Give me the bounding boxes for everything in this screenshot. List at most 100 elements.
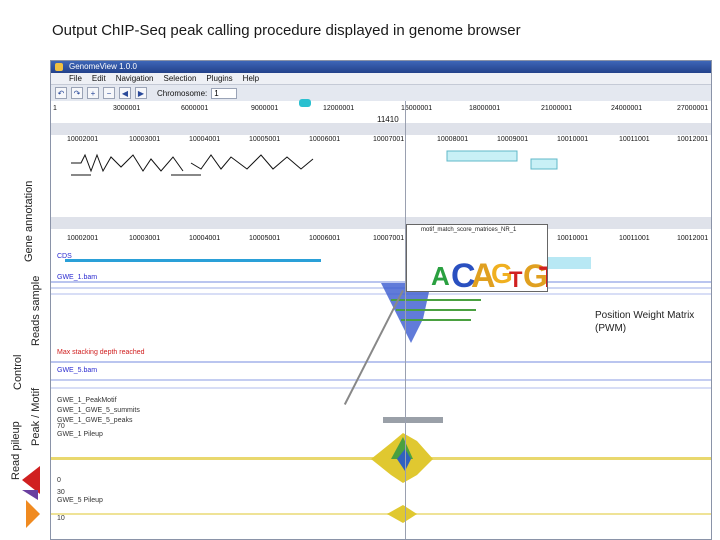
pwm-label: Position Weight Matrix (PWM) <box>595 310 695 334</box>
gene-structures <box>71 150 558 176</box>
zoom-ruler-2: 10002001 10003001 10004001 10005001 1000… <box>51 235 711 247</box>
scale-ten: 10 <box>57 515 65 522</box>
svg-text:T: T <box>509 267 523 291</box>
reads-coverage <box>51 281 711 343</box>
position-cursor[interactable] <box>405 101 406 539</box>
ruler-tick: 10003001 <box>129 136 161 143</box>
window-title: GenomeView 1.0.0 <box>69 62 137 71</box>
chromosome-select[interactable]: 1 <box>211 87 238 99</box>
ruler-tick: 12000001 <box>323 105 355 112</box>
control-coverage <box>51 361 711 363</box>
scale-mid: 30 <box>57 489 65 496</box>
arrow-right-icon[interactable]: ▶ <box>135 87 147 99</box>
ruler-tick: 10006001 <box>309 235 341 242</box>
ruler-tick: 10007001 <box>373 136 405 143</box>
undo-icon[interactable]: ↶ <box>55 87 67 99</box>
menu-selection[interactable]: Selection <box>163 74 197 83</box>
ruler-tick: 10004001 <box>189 235 221 242</box>
decorative-triangle-purple <box>22 490 38 500</box>
sequence-logo: A C A G T G T <box>431 257 547 291</box>
ruler-tick: 10003001 <box>129 235 161 242</box>
cds-track-label: CDS <box>57 253 72 260</box>
ruler-tick: 6000001 <box>181 105 209 112</box>
pileup2-track-label: GWE_5 Pileup <box>57 497 103 504</box>
svg-text:C: C <box>451 257 476 291</box>
overview-marker[interactable] <box>299 99 311 107</box>
ruler-tick: 1 <box>53 105 57 112</box>
slide-title: Output ChIP-Seq peak calling procedure d… <box>52 22 521 39</box>
ruler-tick: 10012001 <box>677 235 709 242</box>
chromosome-label: Chromosome: <box>157 88 208 98</box>
ruler-tick: 10006001 <box>309 136 341 143</box>
ruler-tick: 10009001 <box>497 136 529 143</box>
read-pileup-label: Read pileup <box>10 421 22 480</box>
reads-sample-label: Reads sample <box>30 275 42 346</box>
peak-motif-label: Peak / Motif <box>30 387 42 446</box>
zoom-ruler: 10002001 10003001 10004001 10005001 1000… <box>51 136 711 148</box>
peak-motif-track-label: GWE_1_PeakMotif <box>57 397 117 404</box>
ruler-tick: 10010001 <box>557 136 589 143</box>
ruler-tick: 10002001 <box>67 235 99 242</box>
pileup-1 <box>51 433 711 483</box>
control-coverage <box>51 387 711 389</box>
control-label: Control <box>12 354 24 390</box>
ruler-tick: 10011001 <box>619 235 650 242</box>
genome-browser-window: GenomeView 1.0.0 File Edit Navigation Se… <box>50 60 712 540</box>
pwm-logo-box: motif_match_score_matrices_NR_1 A C A G … <box>406 224 548 292</box>
peak-feature[interactable] <box>383 417 443 423</box>
ruler-tick: 10005001 <box>249 136 281 143</box>
menu-plugins[interactable]: Plugins <box>206 74 233 83</box>
ruler-tick: 10012001 <box>677 136 709 143</box>
scale-top: 70 <box>57 423 65 430</box>
redo-icon[interactable]: ↷ <box>71 87 83 99</box>
cds-feature <box>65 259 321 262</box>
window-titlebar: GenomeView 1.0.0 <box>51 61 711 73</box>
ruler-tick: 10002001 <box>67 136 99 143</box>
ruler-tick: 24000001 <box>611 105 643 112</box>
ruler-tick: 10005001 <box>249 235 281 242</box>
reads-track-label: GWE_1.bam <box>57 274 98 281</box>
ruler-tick: 10011001 <box>619 136 650 143</box>
zoom-in-icon[interactable]: + <box>87 87 99 99</box>
menubar: File Edit Navigation Selection Plugins H… <box>51 73 711 85</box>
summits-track-label: GWE_1_GWE_5_summits <box>57 407 140 414</box>
overview-ruler: 1 3000001 6000001 9000001 12000001 15000… <box>51 105 711 117</box>
control-coverage <box>51 379 711 381</box>
svg-text:G: G <box>491 258 513 289</box>
scale-zero: 0 <box>57 477 61 484</box>
decorative-triangle-red <box>22 466 40 494</box>
control-track-label: GWE_5.bam <box>57 367 98 374</box>
ruler-tick: 18000001 <box>469 105 501 112</box>
decorative-triangle-orange <box>26 500 40 528</box>
svg-text:A: A <box>471 257 496 291</box>
ruler-tick: 9000001 <box>251 105 279 112</box>
toolbar: ↶ ↷ + − ◀ ▶ Chromosome: 1 <box>51 85 711 102</box>
menu-file[interactable]: File <box>69 74 82 83</box>
menu-help[interactable]: Help <box>242 74 260 83</box>
pileup1-track-label: GWE_1 Pileup <box>57 431 103 438</box>
max-depth-warning: Max stacking depth reached <box>57 349 145 356</box>
zoom-band <box>51 123 711 135</box>
ruler-tick: 10007001 <box>373 235 405 242</box>
app-icon <box>55 63 63 71</box>
ruler-tick: 10010001 <box>557 235 589 242</box>
svg-text:G: G <box>523 258 547 291</box>
svg-text:T: T <box>539 261 547 291</box>
svg-text:A: A <box>431 261 450 291</box>
ruler-tick: 10004001 <box>189 136 221 143</box>
ruler-tick: 15000001 <box>401 105 433 112</box>
ruler-tick: 10008001 <box>437 136 469 143</box>
gene-annotation-label: Gene annotation <box>23 180 35 262</box>
menu-navigation[interactable]: Navigation <box>115 74 154 83</box>
arrow-left-icon[interactable]: ◀ <box>119 87 131 99</box>
menu-edit[interactable]: Edit <box>91 74 106 83</box>
ruler-tick: 21000001 <box>541 105 573 112</box>
pileup-2 <box>51 505 711 523</box>
motif-title: motif_match_score_matrices_NR_1 <box>421 227 517 233</box>
current-position: 11410 <box>377 115 399 124</box>
ruler-tick: 3000001 <box>113 105 141 112</box>
ruler-tick: 27000001 <box>677 105 709 112</box>
zoom-out-icon[interactable]: − <box>103 87 115 99</box>
gene-band <box>51 217 711 229</box>
peaks-track-label: GWE_1_GWE_5_peaks <box>57 417 133 424</box>
